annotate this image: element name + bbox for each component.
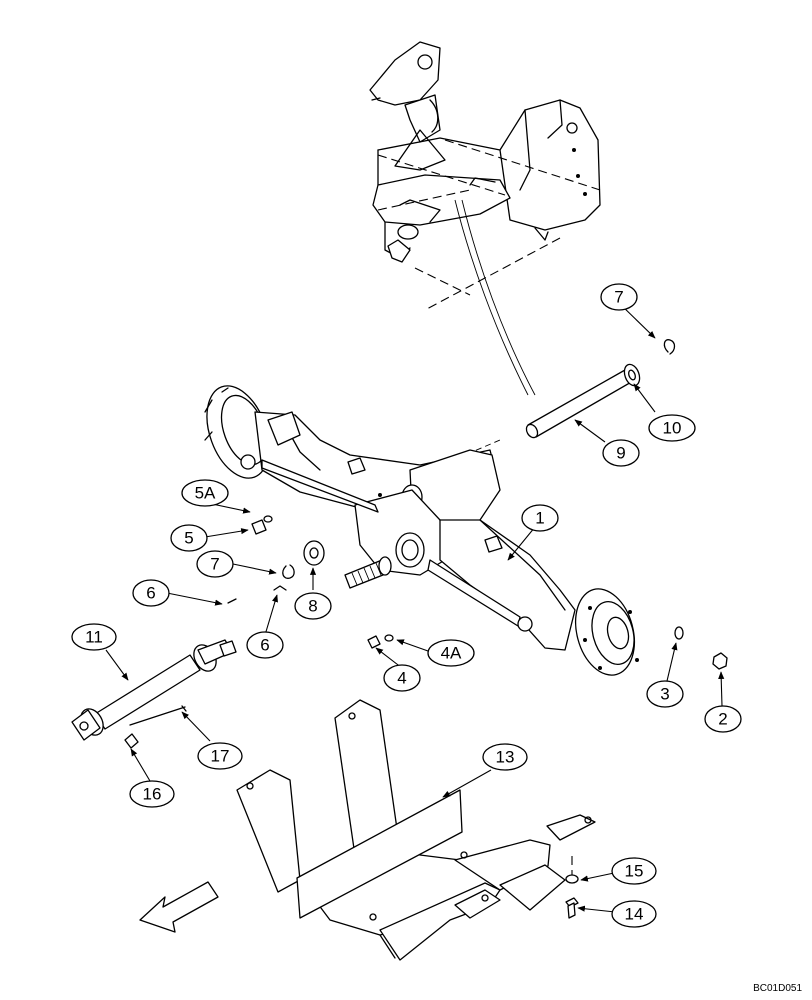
svg-text:6: 6 (260, 636, 269, 655)
callout-13: 13 (482, 743, 528, 771)
svg-text:4A: 4A (441, 644, 462, 663)
bolt-14 (565, 897, 579, 919)
callout-1: 1 (521, 504, 559, 532)
svg-text:5: 5 (184, 529, 193, 548)
svg-text:10: 10 (663, 419, 682, 438)
callout-5a: 5A (181, 479, 229, 507)
o-ring-5a (263, 515, 273, 523)
callout-4a: 4A (427, 639, 475, 667)
callout-7-upper: 7 (600, 283, 638, 311)
washer-15 (565, 874, 579, 884)
callout-11: 11 (71, 623, 117, 651)
callout-8: 8 (294, 592, 332, 620)
callout-10: 10 (648, 414, 696, 442)
grease-fitting-4 (367, 635, 381, 649)
axle-housing (204, 385, 639, 676)
svg-text:2: 2 (718, 710, 727, 729)
callout-9: 9 (602, 439, 640, 467)
svg-text:14: 14 (625, 905, 644, 924)
svg-text:9: 9 (616, 444, 625, 463)
callout-16: 16 (129, 780, 175, 808)
drawing-code: BC01D051 (753, 983, 802, 994)
loader-frame (369, 41, 601, 396)
svg-text:17: 17 (211, 747, 230, 766)
callout-5: 5 (170, 524, 208, 552)
callout-17: 17 (197, 742, 243, 770)
callout-2: 2 (704, 705, 742, 733)
callout-4: 4 (383, 664, 421, 692)
svg-text:8: 8 (308, 597, 317, 616)
svg-text:15: 15 (625, 862, 644, 881)
svg-text:11: 11 (85, 628, 103, 647)
retaining-ring-upper (663, 339, 676, 355)
thrust-washer-8 (303, 540, 325, 566)
svg-text:6: 6 (146, 584, 155, 603)
washer-3 (674, 626, 684, 640)
callout-14: 14 (611, 900, 657, 928)
svg-text:3: 3 (660, 685, 669, 704)
svg-text:16: 16 (143, 785, 162, 804)
front-direction-arrow (139, 881, 219, 933)
svg-text:7: 7 (614, 288, 623, 307)
grease-fitting-5 (251, 519, 267, 535)
callout-6-right: 6 (246, 631, 284, 659)
drive-shaft (71, 639, 237, 741)
clip-16 (124, 733, 139, 749)
skid-plate (236, 699, 596, 961)
svg-text:1: 1 (535, 509, 544, 528)
spring-pin-17 (129, 705, 187, 726)
retaining-ring-7 (282, 564, 295, 579)
svg-text:13: 13 (496, 748, 515, 767)
svg-text:5A: 5A (195, 484, 216, 503)
leader-lines (105, 302, 725, 913)
roll-pin-6 (227, 585, 287, 604)
callout-6-left: 6 (132, 579, 170, 607)
svg-text:4: 4 (397, 669, 406, 688)
o-ring-4a (384, 634, 394, 642)
nut-2 (712, 652, 728, 670)
callout-7-lower: 7 (196, 550, 234, 578)
callout-15: 15 (611, 857, 657, 885)
svg-text:7: 7 (210, 555, 219, 574)
callout-3: 3 (646, 680, 684, 708)
